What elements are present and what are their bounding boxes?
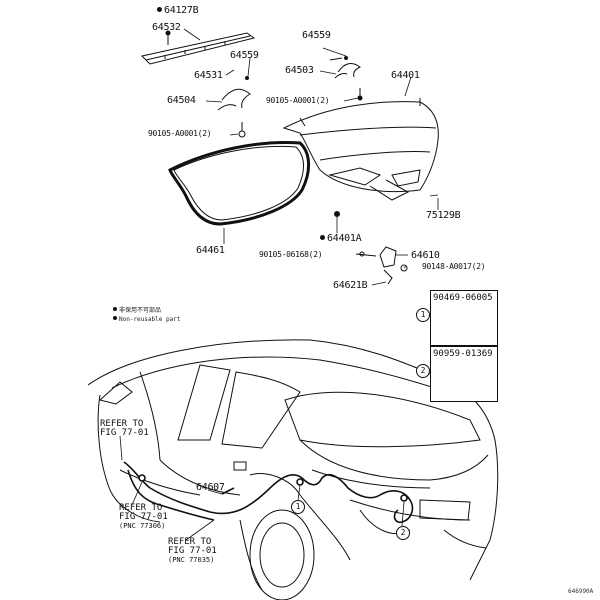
callout-box-1: 90469-06005 <box>430 290 498 346</box>
refer-note-1: REFER TO FIG 77-01 <box>100 420 149 438</box>
non-reusable-dot-icon <box>157 7 162 12</box>
refer-figure: FIG 77-01 <box>119 512 168 522</box>
part-label-90148-A0017: 90148-A0017(2) <box>422 262 486 271</box>
part-number: 64127B <box>164 5 199 16</box>
non-reusable-dot-icon <box>320 235 325 240</box>
part-label-64610: 64610 <box>411 250 440 261</box>
callout-leaders <box>119 435 405 541</box>
part-label-90105-06168: 90105-06168(2) <box>259 250 323 259</box>
refer-pnc: (PNC 77035) <box>168 556 215 564</box>
trunk-lid-drawing <box>282 98 439 201</box>
legend-text: 非保用不可部品 <box>119 307 162 314</box>
part-label-64504: 64504 <box>167 95 196 106</box>
part-label-64461: 64461 <box>196 245 225 256</box>
leader-lines <box>183 28 439 286</box>
refer-pnc: (PNC 77306) <box>119 522 166 530</box>
part-label-64607: 64607 <box>196 482 225 493</box>
harness-marker-2: 2 <box>396 526 410 540</box>
figure-id: 646990A <box>568 588 594 595</box>
callout-part-number: 90469-06005 <box>433 293 493 303</box>
hinge-left-drawing <box>217 76 251 138</box>
part-label-64559-right: 64559 <box>302 30 331 41</box>
legend-text: Non-reusable part <box>119 316 181 323</box>
part-number: 64401A <box>327 233 362 244</box>
hinge-right-drawing <box>329 56 363 101</box>
callout-part-number: 90959-01369 <box>433 349 493 359</box>
part-label-64559-left: 64559 <box>230 50 259 61</box>
part-label-64503: 64503 <box>285 65 314 76</box>
refer-figure: FIG 77-01 <box>100 428 149 438</box>
part-label-64127B: 64127B <box>157 5 199 16</box>
spoiler-strip-drawing <box>141 30 256 65</box>
part-label-64401: 64401 <box>391 70 420 81</box>
latch-drawing <box>334 211 408 285</box>
car-body-drawing <box>87 339 499 600</box>
callout-box-2: 90959-01369 <box>430 346 498 402</box>
part-label-90105-A0001-right: 90105-A0001(2) <box>266 96 330 105</box>
callout-marker-2: 2 <box>416 364 430 378</box>
part-label-90105-A0001-left: 90105-A0001(2) <box>148 129 212 138</box>
part-label-64531: 64531 <box>194 70 223 81</box>
refer-line: REFER TO <box>100 419 144 429</box>
legend-non-reusable-en: Non-reusable part <box>113 316 180 323</box>
legend-dot-icon <box>113 316 117 320</box>
part-label-75129B: 75129B <box>426 210 461 221</box>
part-label-64401A: 64401A <box>320 233 362 244</box>
harness-marker-1: 1 <box>291 500 305 514</box>
weatherstrip-drawing <box>168 141 310 226</box>
refer-line: REFER TO <box>168 537 212 547</box>
part-label-64532: 64532 <box>152 22 181 33</box>
part-label-64621B: 64621B <box>333 280 368 291</box>
wire-harness-drawing <box>123 461 414 524</box>
refer-line: REFER TO <box>119 503 163 513</box>
legend-dot-icon <box>113 307 117 311</box>
refer-note-2: REFER TO FIG 77-01 (PNC 77306) <box>119 504 168 531</box>
callout-marker-1: 1 <box>416 308 430 322</box>
refer-figure: FIG 77-01 <box>168 546 217 556</box>
refer-note-3: REFER TO FIG 77-01 (PNC 77035) <box>168 538 217 565</box>
legend-non-reusable-jp: 非保用不可部品 <box>113 307 161 314</box>
